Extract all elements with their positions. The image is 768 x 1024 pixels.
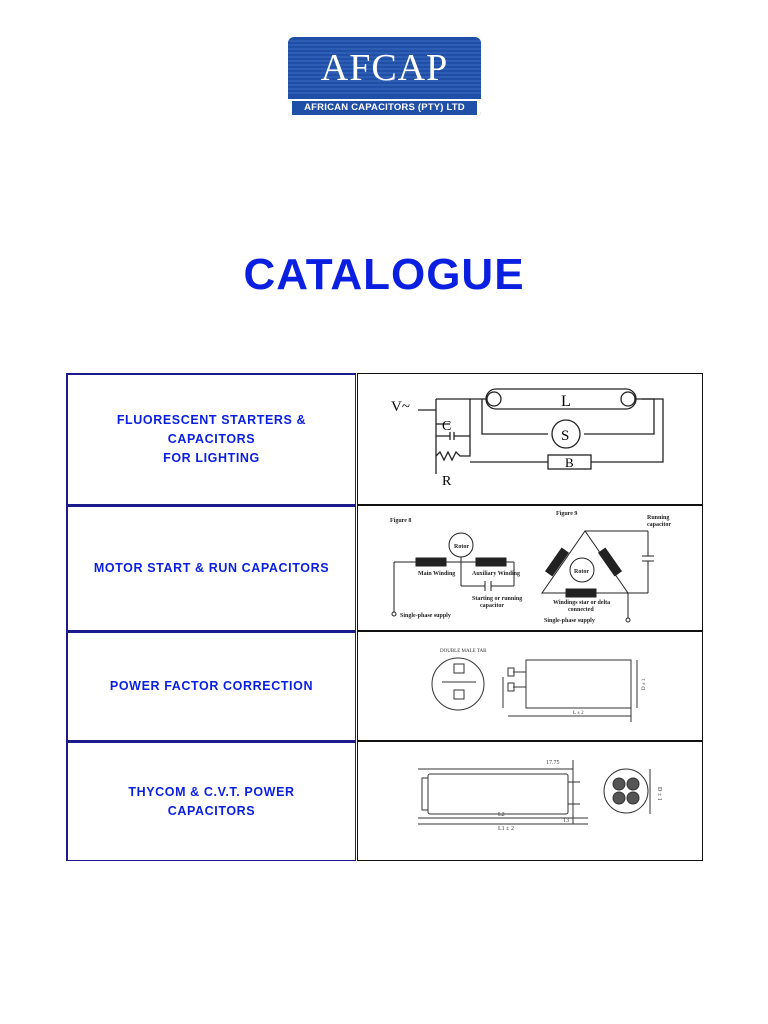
category-table: FLUORESCENT STARTERS & CAPACITORS FOR LI… [66, 373, 703, 861]
page-title: CATALOGUE [243, 250, 525, 299]
diagram-label: Figure 8 [390, 518, 411, 524]
diagram-label: Figure 9 [556, 511, 577, 517]
logo-wordmark: AFCAP [320, 47, 449, 89]
diagram-label: connected [568, 607, 594, 613]
diagram-label: L2 [498, 812, 505, 818]
diagram-label: Auxiliary Winding [472, 571, 520, 577]
lighting-circuit-diagram: V~ L C S R B [357, 373, 703, 505]
thycom-capacitor-drawing: 17.75 L2 L1 ± 2 13 D ± 1 [357, 741, 703, 861]
diagram-label: D ± 1 [656, 787, 662, 801]
diagram-label: Windings star or delta [553, 600, 610, 606]
diagram-label: Main Winding [418, 571, 455, 577]
diagram-label: Single-phase supply [400, 613, 451, 619]
category-label-line: FLUORESCENT STARTERS & [116, 413, 307, 427]
diagram-label: capacitor [480, 603, 504, 609]
diagram-label: C [442, 419, 451, 434]
diagram-label: B [565, 455, 574, 470]
category-label-line: POWER FACTOR CORRECTION [109, 679, 314, 693]
logo-company-name: AFRICAN CAPACITORS (PTY) LTD [292, 101, 477, 115]
category-label-line: MOTOR START & RUN CAPACITORS [93, 561, 330, 575]
category-label-line: CAPACITORS [167, 803, 256, 818]
motor-wiring-svg: Figure 8 Figure 9 Rotor Main Winding Aux… [390, 511, 671, 624]
diagram-label: L1 ± 2 [498, 826, 514, 832]
diagram-label: 17.75 [546, 760, 560, 766]
thycom-capacitor-svg: 17.75 L2 L1 ± 2 13 D ± 1 [418, 760, 662, 832]
diagram-label: Running [647, 515, 669, 521]
category-label-line: FOR LIGHTING [163, 451, 260, 465]
power-factor-svg: DOUBLE MALE TAB L ± 2 D ± 1 [431, 649, 647, 722]
diagram-label: DOUBLE MALE TAB [440, 649, 487, 654]
category-label-line: CAPACITORS [167, 432, 256, 446]
category-cell-motor: MOTOR START & RUN CAPACITORS [66, 505, 356, 631]
diagram-label: Single-phase supply [544, 618, 595, 624]
power-factor-drawing: DOUBLE MALE TAB L ± 2 D ± 1 [357, 631, 703, 741]
motor-wiring-diagram: Figure 8 Figure 9 Rotor Main Winding Aux… [357, 505, 703, 631]
diagram-label: 13 [563, 818, 569, 824]
company-logo: AFCAP AFRICAN CAPACITORS (PTY) LTD [288, 37, 481, 117]
diagram-label: S [561, 428, 569, 444]
diagram-label: V~ [391, 399, 410, 415]
diagram-label: R [442, 474, 452, 489]
diagram-label: Rotor [574, 569, 589, 575]
diagram-label: L ± 2 [573, 711, 584, 716]
diagram-label: capacitor [647, 522, 671, 528]
category-cell-power-factor: POWER FACTOR CORRECTION [66, 631, 356, 741]
category-cell-thycom: THYCOM & C.V.T. POWER CAPACITORS [66, 741, 356, 861]
logo-stripes [288, 40, 481, 94]
category-cell-lighting: FLUORESCENT STARTERS & CAPACITORS FOR LI… [66, 373, 356, 505]
diagram-label: Rotor [454, 544, 469, 550]
diagram-label: D ± 1 [642, 678, 647, 690]
diagram-label: L [561, 393, 571, 410]
diagram-label: Starting or running [472, 596, 522, 602]
lighting-circuit-svg: V~ L C S R B [391, 388, 664, 489]
category-label-line: THYCOM & C.V.T. POWER [128, 784, 295, 799]
